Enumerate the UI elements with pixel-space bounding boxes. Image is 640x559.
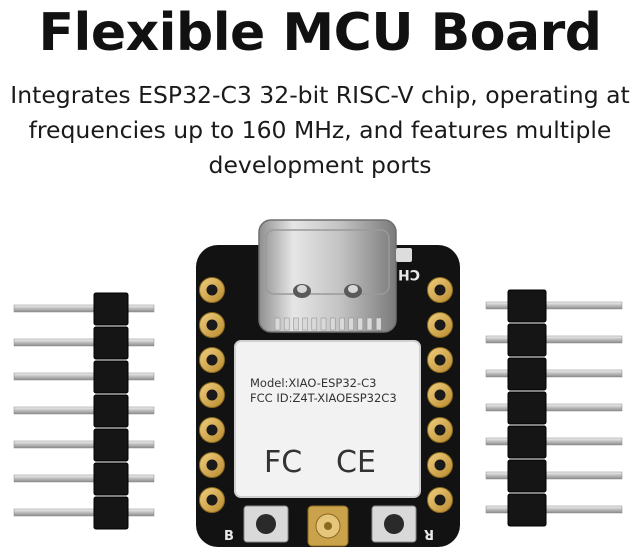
silk-b-label: B bbox=[224, 529, 234, 544]
subtitle-line-2: frequencies up to 160 MHz, and features … bbox=[28, 116, 612, 144]
header-block bbox=[93, 428, 129, 462]
right-castellated-pads bbox=[427, 277, 453, 513]
header-block bbox=[507, 357, 547, 391]
fcc-id-label: FCC ID:Z4T-XIAOESP32C3 bbox=[250, 391, 397, 405]
xiao-esp32c3-board: CH Model:XIAO-ESP32-C3 FCC ID:Z4T-XIAOES… bbox=[196, 219, 460, 547]
header-pin bbox=[13, 474, 155, 483]
left-castellated-pads bbox=[199, 277, 225, 513]
silk-ch-label: CH bbox=[398, 266, 420, 282]
header-block bbox=[93, 360, 129, 394]
page-subtitle: Integrates ESP32-C3 32-bit RISC-V chip, … bbox=[0, 78, 640, 183]
subtitle-line-1: Integrates ESP32-C3 32-bit RISC-V chip, … bbox=[10, 81, 630, 109]
ce-logo: CE bbox=[336, 445, 376, 480]
header-block bbox=[507, 391, 547, 425]
header-pin bbox=[13, 440, 155, 449]
header-pin bbox=[13, 304, 155, 313]
header-pin bbox=[485, 335, 623, 344]
header-block bbox=[93, 462, 129, 496]
header-pin bbox=[485, 301, 623, 310]
header-block bbox=[93, 326, 129, 360]
usb-c-connector bbox=[258, 219, 397, 333]
boot-button[interactable] bbox=[243, 505, 289, 543]
header-pin bbox=[485, 437, 623, 446]
antenna-connector bbox=[307, 505, 349, 547]
header-block bbox=[93, 496, 129, 530]
right-pin-header bbox=[485, 289, 623, 527]
header-block bbox=[93, 292, 129, 326]
led-component bbox=[396, 248, 412, 262]
silk-r-label: R bbox=[424, 526, 434, 541]
model-label: Model:XIAO-ESP32-C3 bbox=[250, 376, 377, 390]
header-pin bbox=[485, 403, 623, 412]
reset-button[interactable] bbox=[371, 505, 417, 543]
header-pin bbox=[13, 406, 155, 415]
header-block bbox=[507, 323, 547, 357]
header-pin bbox=[485, 369, 623, 378]
header-pin bbox=[13, 372, 155, 381]
usb-leads bbox=[274, 317, 382, 331]
header-block bbox=[507, 289, 547, 323]
left-pin-header bbox=[13, 292, 155, 530]
fcc-logo: FC bbox=[264, 445, 302, 480]
subtitle-line-3: development ports bbox=[208, 151, 432, 179]
page-title: Flexible MCU Board bbox=[38, 3, 602, 63]
header-pin bbox=[485, 505, 623, 514]
header-block bbox=[507, 493, 547, 527]
header-block bbox=[93, 394, 129, 428]
header-pin bbox=[13, 338, 155, 347]
header-pin bbox=[13, 508, 155, 517]
header-block bbox=[507, 459, 547, 493]
header-block bbox=[507, 425, 547, 459]
rf-shield-can bbox=[234, 340, 421, 498]
header-pin bbox=[485, 471, 623, 480]
